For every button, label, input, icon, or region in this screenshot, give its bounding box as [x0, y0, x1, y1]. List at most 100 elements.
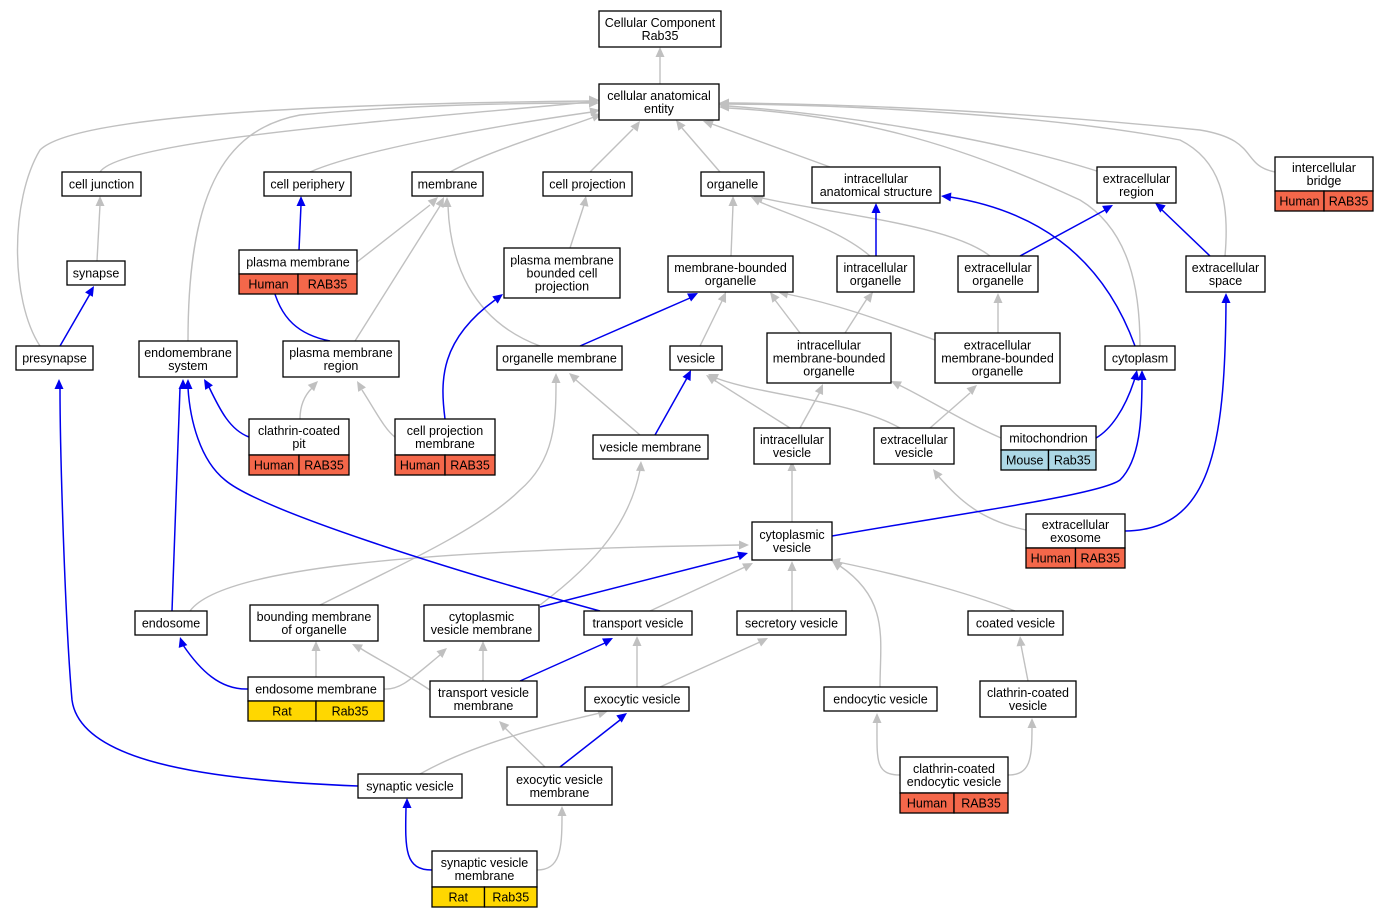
node-cper[interactable]: cell periphery — [263, 171, 352, 197]
node-cyto[interactable]: cytoplasm — [1104, 345, 1176, 371]
node-coated[interactable]: coated vesicle — [967, 610, 1064, 636]
node-label-line: vesicle — [895, 446, 933, 460]
node-label-line: system — [168, 359, 208, 373]
arrowhead-bmo-to-om — [551, 373, 561, 383]
arrowhead-org-to-cae — [676, 120, 686, 131]
node-label-line: vesicle — [677, 352, 715, 366]
edge-cper-to-cae — [309, 111, 593, 173]
arrowhead-exv-to-tv — [632, 636, 642, 646]
node-ves[interactable]: vesicle — [669, 345, 723, 371]
node-box — [583, 610, 693, 636]
node-box — [584, 686, 690, 712]
arrowhead-ev-to-ves — [708, 373, 719, 383]
tag-box — [297, 273, 358, 295]
node-box — [967, 610, 1064, 636]
node-cproj[interactable]: cell projection — [542, 171, 633, 197]
node-sv[interactable]: secretory vesicle — [736, 610, 847, 636]
species-tag: Rat — [247, 700, 317, 722]
tag-label: RAB35 — [450, 459, 490, 473]
node-box — [753, 427, 831, 465]
arrowhead-vm-to-ves — [682, 370, 691, 381]
edge-io-to-org — [759, 201, 871, 257]
node-endv[interactable]: endocytic vesicle — [823, 686, 938, 712]
edge-om-to-mbo — [579, 297, 691, 347]
node-label-line: membrane — [455, 869, 515, 883]
node-box — [542, 171, 633, 197]
node-box — [134, 610, 208, 636]
edge-cyto-to-cae — [727, 107, 1141, 347]
node-label-line: vesicle — [773, 446, 811, 460]
node-label-line: cell junction — [69, 178, 134, 192]
node-org[interactable]: organelle — [700, 171, 765, 197]
edge-ecr-to-cae — [727, 105, 1101, 173]
tag-box — [1323, 190, 1374, 212]
arrowhead-cv-to-cyto — [1137, 370, 1147, 380]
edge-tvm-to-tv — [519, 642, 606, 682]
node-box — [1104, 345, 1176, 371]
node-om[interactable]: organelle membrane — [496, 345, 623, 371]
node-label-line: vesicle — [773, 541, 811, 555]
node-exv[interactable]: exocytic vesicle — [584, 686, 690, 712]
node-label-line: bounded cell — [527, 267, 598, 281]
arrowhead-pre-to-syn — [85, 286, 94, 297]
node-syn[interactable]: synapse — [66, 260, 126, 286]
arrowhead-iv-to-imbo — [814, 384, 824, 395]
node-label-line: membrane-bounded — [941, 352, 1054, 366]
arrowhead-exo-to-ev — [933, 469, 943, 480]
species-tag: Human — [248, 454, 300, 476]
arrowhead-exv-to-sv — [757, 638, 768, 647]
node-label-line: transport vesicle — [438, 686, 529, 700]
node-vm[interactable]: vesicle membrane — [592, 434, 709, 460]
tag-label: Human — [1279, 195, 1319, 209]
node-endo[interactable]: endosome — [134, 610, 208, 636]
edge-tvm-to-bmo — [359, 647, 431, 691]
arrowhead-synvm-to-exvm — [557, 806, 567, 816]
node-pre[interactable]: presynapse — [15, 345, 94, 371]
edge-iv-to-ves — [713, 379, 791, 429]
arrowhead-cae-to-root — [655, 47, 665, 57]
node-box — [957, 255, 1039, 293]
edge-endv-to-cv — [839, 565, 882, 688]
graph-edges — [16, 47, 1276, 871]
node-tv[interactable]: transport vesicle — [583, 610, 693, 636]
node-label-line: membrane — [454, 699, 514, 713]
tag-box — [953, 792, 1009, 814]
tag-label: Rab35 — [332, 705, 369, 719]
node-label-line: intracellular — [797, 339, 861, 353]
edge-tv-to-cv — [539, 555, 741, 608]
node-cj[interactable]: cell junction — [61, 171, 142, 197]
arrowhead-sv-to-cv — [787, 561, 797, 571]
node-mem[interactable]: membrane — [411, 171, 484, 197]
node-synv[interactable]: synaptic vesicle — [357, 773, 463, 799]
